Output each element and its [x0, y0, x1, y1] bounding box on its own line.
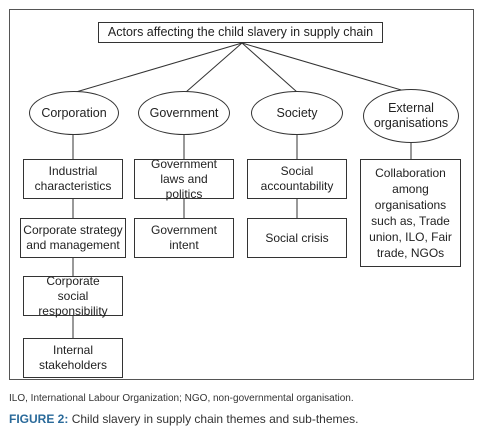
subtheme-industrial-characteristics: Industrial characteristics — [23, 159, 123, 199]
subtheme-social-accountability: Social accountability — [247, 159, 347, 199]
theme-external-organisations: External organisations — [363, 89, 459, 143]
subtheme-collaboration: Collaboration among organisations such a… — [360, 159, 461, 267]
subtheme-social-crisis: Social crisis — [247, 218, 347, 258]
root-node: Actors affecting the child slavery in su… — [98, 22, 383, 43]
figure-label: FIGURE 2: — [9, 412, 69, 426]
subtheme-corporate-social-responsibility: Corporate social responsibility — [23, 274, 123, 318]
subtheme-government-laws: Government laws and politics — [134, 157, 234, 201]
figure-frame — [9, 9, 474, 380]
figure-caption: FIGURE 2: Child slavery in supply chain … — [9, 412, 359, 426]
figure-footnote: ILO, International Labour Organization; … — [9, 393, 354, 404]
theme-government: Government — [138, 91, 230, 135]
subtheme-corporate-strategy: Corporate strategy and management — [20, 218, 126, 258]
theme-corporation: Corporation — [29, 91, 119, 135]
figure-caption-text: Child slavery in supply chain themes and… — [71, 412, 359, 426]
subtheme-government-intent: Government intent — [134, 218, 234, 258]
theme-society: Society — [251, 91, 343, 135]
subtheme-internal-stakeholders: Internal stakeholders — [23, 338, 123, 378]
